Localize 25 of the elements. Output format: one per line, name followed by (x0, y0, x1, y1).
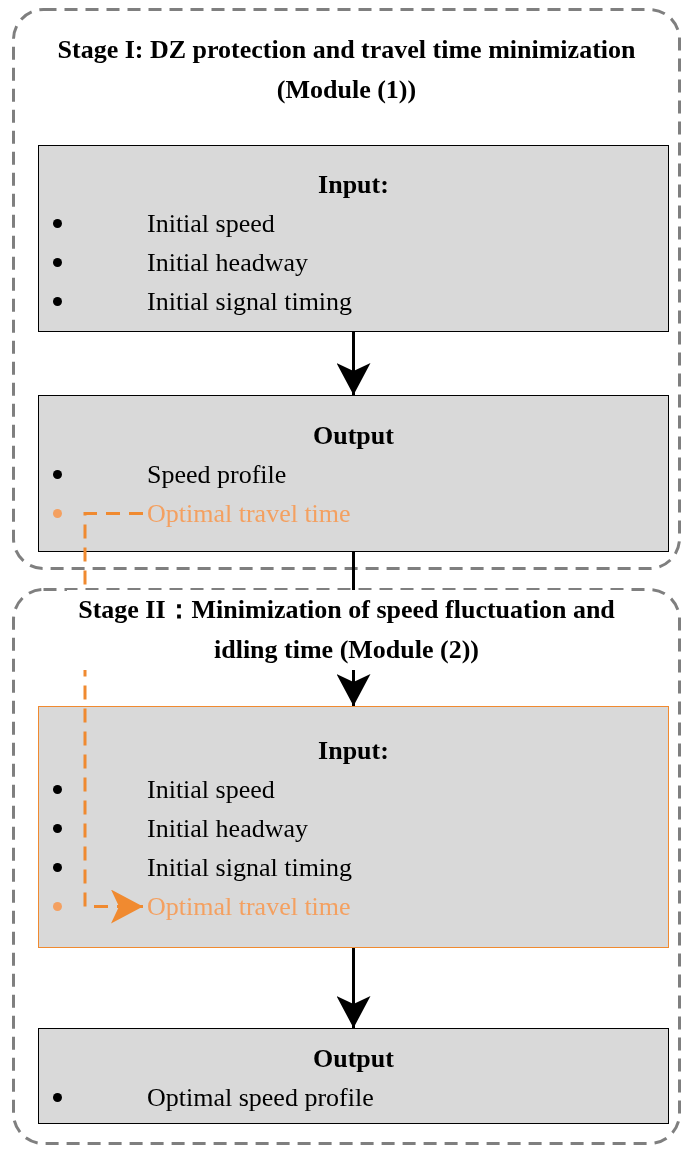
process-box (38, 145, 669, 332)
process-box (38, 706, 669, 948)
list-item-text: Initial signal timing (147, 852, 353, 884)
list-item-text: Optimal travel time (147, 494, 351, 533)
stage-title: Stage II：Minimization of speed fluctuation and idling time (Module (2)) (66, 590, 627, 670)
box-heading: Output (313, 420, 394, 452)
stage-frame (12, 588, 681, 1145)
arrow (336, 552, 371, 706)
list-item-text: Initial headway (147, 247, 308, 279)
list-item-text: Initial speed (147, 774, 275, 806)
list-item-text: Optimal speed profile (147, 1082, 374, 1114)
list-item-text: Initial headway (147, 813, 308, 845)
process-box (38, 395, 669, 552)
list-item-text: Initial speed (147, 208, 275, 240)
list-item-text: Initial signal timing (147, 286, 353, 318)
arrow (336, 332, 371, 395)
arrow (336, 948, 371, 1028)
list-item-text: Speed profile (147, 459, 287, 491)
stage-frame (12, 8, 681, 570)
box-heading: Output (313, 1043, 394, 1075)
box-heading: Input: (318, 169, 389, 201)
box-heading: Input: (318, 735, 389, 767)
process-box (38, 1028, 669, 1124)
arrow (83, 512, 143, 924)
list-item-text: Optimal travel time (147, 887, 351, 926)
